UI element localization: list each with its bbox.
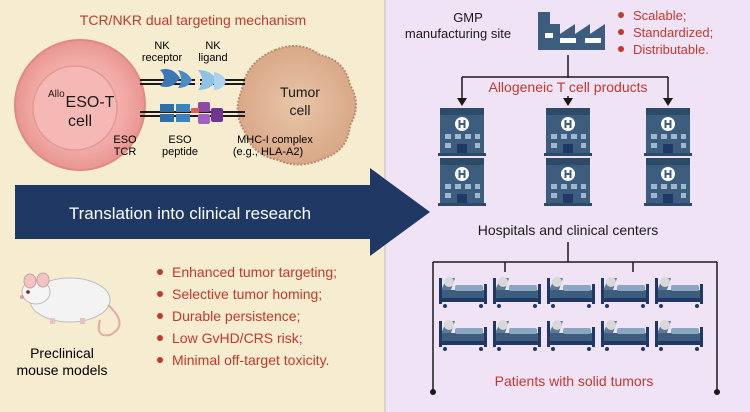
products-label: Allogeneic T cell products [488,79,647,95]
feature-item: Distributable. [633,42,709,57]
t-cell-label-2: cell [68,113,92,130]
mouse-label-1: Preclinical [30,345,94,361]
preclinical-bullets: Enhanced tumor targeting; Selective tumo… [157,264,337,368]
bullet-item: Enhanced tumor targeting; [172,264,337,280]
mouse-icon [20,272,121,337]
bullet-item: Low GvHD/CRS risk; [172,330,303,346]
mhc-peptide-icon [191,102,223,124]
nk-ligand-label-2: ligand [198,52,227,64]
bullet-item: Minimal off-target toxicity. [172,352,329,368]
nk-receptor-label-2: receptor [142,52,183,64]
nk-ligand-icon [198,70,245,90]
mechanism-title: TCR/NKR dual targeting mechanism [80,12,306,28]
nk-receptor-icon [140,69,195,88]
gmp-label-2: manufacturing site [405,26,511,41]
bullet-item: Selective tumor homing; [172,286,322,302]
factory-icon [538,12,605,50]
eso-tcr-label-1: ESO [113,134,137,146]
patient-connector [430,242,720,395]
mouse-label-2: mouse models [16,362,107,378]
patients-label: Patients with solid tumors [495,373,654,389]
eso-peptide-label-1: ESO [168,134,192,146]
nk-receptor-label-1: NK [154,40,170,52]
arrow-text: Translation into clinical research [69,204,311,223]
feature-item: Scalable; [633,8,686,23]
translation-arrow [15,168,430,256]
nk-ligand-label-1: NK [205,40,221,52]
mhc-label-1: MHC-I complex [237,134,313,146]
eso-tcr-label-2: TCR [114,146,137,158]
gmp-features: Scalable; Standardized; Distributable. [618,8,713,57]
hospitals-label: Hospitals and clinical centers [478,222,659,238]
eso-peptide-label-2: peptide [162,146,198,158]
tumor-label-1: Tumor [280,84,320,100]
bullet-item: Durable persistence; [172,308,300,324]
tumor-cell-icon [236,45,357,166]
mhc-label-2: (e.g., HLA-A2) [233,146,303,158]
t-cell-icon [14,39,146,171]
gmp-label-1: GMP [453,10,483,25]
t-cell-label-1: ESO-T [66,94,115,111]
feature-item: Standardized; [633,25,713,40]
tumor-label-2: cell [289,102,310,118]
t-cell-superscript: Allo [48,89,65,100]
